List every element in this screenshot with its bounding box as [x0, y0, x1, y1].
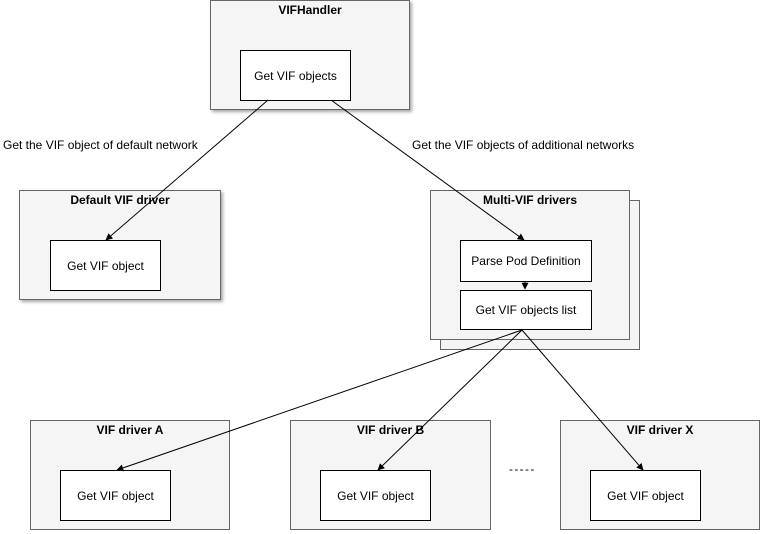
vif-driver-x-title: VIF driver X: [626, 423, 694, 437]
vif-driver-x-get-vif-object-box: Get VIF object: [590, 470, 701, 521]
default-vif-driver-title: Default VIF driver: [70, 193, 170, 207]
multi-vif-drivers-title: Multi-VIF drivers: [482, 193, 577, 207]
arrow-list-to-driver-x: [521, 329, 644, 471]
vifhandler-title: VIFHandler: [278, 3, 342, 17]
multi-vif-drivers-container: Multi-VIF drivers Parse Pod Definition G…: [430, 190, 630, 340]
default-vif-driver-container: Default VIF driver Get VIF object: [19, 190, 221, 300]
arrow-list-to-driver-a: [116, 329, 523, 472]
vif-driver-x-container: VIF driver X Get VIF object: [560, 420, 760, 530]
parse-pod-definition-box: Parse Pod Definition: [460, 240, 592, 282]
vif-driver-a-title: VIF driver A: [96, 423, 164, 437]
default-get-vif-object-box: Get VIF object: [50, 240, 161, 291]
vifhandler-container: VIFHandler Get VIF objects: [210, 0, 410, 110]
vifhandler-get-vif-objects-box: Get VIF objects: [240, 50, 351, 101]
arrow-handler-to-multi: [330, 99, 525, 241]
vif-driver-b-title: VIF driver B: [356, 423, 425, 437]
vif-driver-a-get-vif-object-box: Get VIF object: [60, 470, 171, 521]
arrow-list-to-driver-b: [377, 329, 523, 471]
edge-label-default-network: Get the VIF object of default network: [3, 138, 198, 152]
ellipsis-more-drivers: - - - - -: [509, 462, 534, 476]
vif-driver-a-container: VIF driver A Get VIF object: [30, 420, 230, 530]
edge-label-additional-networks: Get the VIF objects of additional networ…: [412, 138, 635, 152]
arrow-handler-to-default: [105, 99, 269, 241]
vif-driver-b-get-vif-object-box: Get VIF object: [320, 470, 431, 521]
vif-driver-b-container: VIF driver B Get VIF object: [290, 420, 491, 530]
get-vif-objects-list-box: Get VIF objects list: [460, 290, 592, 330]
